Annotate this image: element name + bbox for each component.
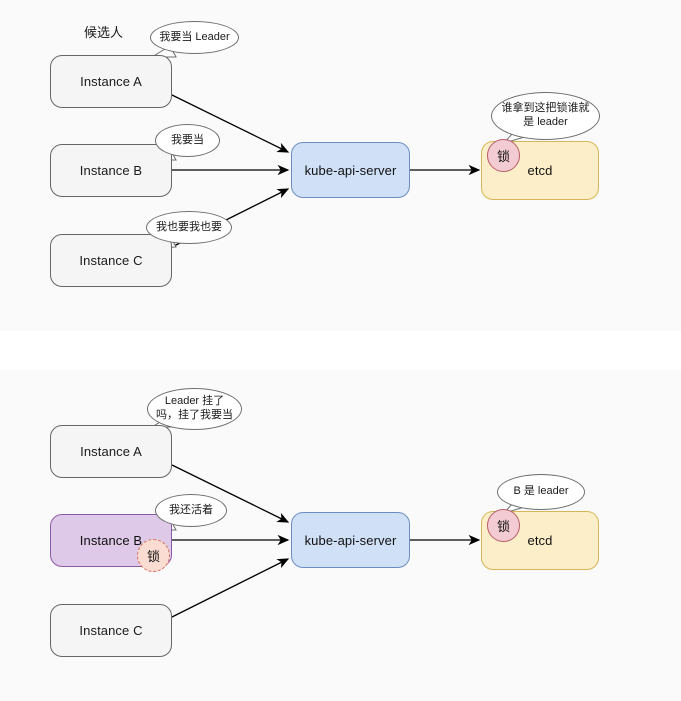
node-instance-a-top[interactable]: Instance A	[50, 55, 172, 108]
bubble-text: B 是 leader	[513, 485, 569, 498]
bubble-etcd-top: 谁拿到这把锁谁就是 leader	[491, 92, 600, 140]
bubble-text: 谁拿到这把锁谁就是 leader	[501, 102, 590, 128]
bubble-text: 我也要我也要	[156, 220, 222, 233]
bubble-text: 我还活着	[169, 503, 213, 516]
bubble-instance-a-bottom: Leader 挂了吗，挂了我要当	[147, 388, 242, 430]
bubble-etcd-bottom: B 是 leader	[497, 474, 585, 510]
node-kube-api-server-bottom[interactable]: kube-api-server	[291, 512, 410, 568]
node-label: Instance A	[80, 444, 142, 459]
bubble-instance-b-bottom: 我还活着	[155, 494, 227, 527]
node-label: kube-api-server	[304, 532, 397, 548]
node-instance-c-top[interactable]: Instance C	[50, 234, 172, 287]
lock-icon-etcd-top: 锁	[487, 139, 520, 172]
lock-icon-etcd-bottom: 锁	[487, 509, 520, 542]
candidates-caption: 候选人	[84, 25, 124, 40]
bubble-instance-a-top: 我要当 Leader	[150, 21, 239, 54]
node-label: Instance C	[79, 623, 143, 638]
node-label: Instance C	[79, 253, 143, 268]
bubble-instance-c-top: 我也要我也要	[146, 211, 232, 244]
bubble-text: 我要当 Leader	[159, 30, 230, 43]
node-instance-b-top[interactable]: Instance B	[50, 144, 172, 197]
node-label: Instance B	[79, 163, 143, 178]
bubble-text: 我要当	[171, 133, 204, 146]
lock-label: 锁	[496, 519, 510, 534]
node-label: Instance B	[79, 533, 143, 548]
node-label: etcd	[527, 163, 553, 178]
node-instance-a-bottom[interactable]: Instance A	[50, 425, 172, 478]
bubble-text: Leader 挂了吗，挂了我要当	[156, 395, 233, 421]
lock-icon-instance-b-bottom: 锁	[137, 539, 170, 572]
node-instance-c-bottom[interactable]: Instance C	[50, 604, 172, 657]
node-label: etcd	[527, 533, 553, 548]
bubble-instance-b-top: 我要当	[155, 124, 220, 157]
lock-label: 锁	[146, 549, 160, 564]
node-kube-api-server-top[interactable]: kube-api-server	[291, 142, 410, 198]
lock-label: 锁	[496, 149, 510, 164]
node-label: kube-api-server	[304, 162, 397, 178]
node-label: Instance A	[80, 74, 142, 89]
